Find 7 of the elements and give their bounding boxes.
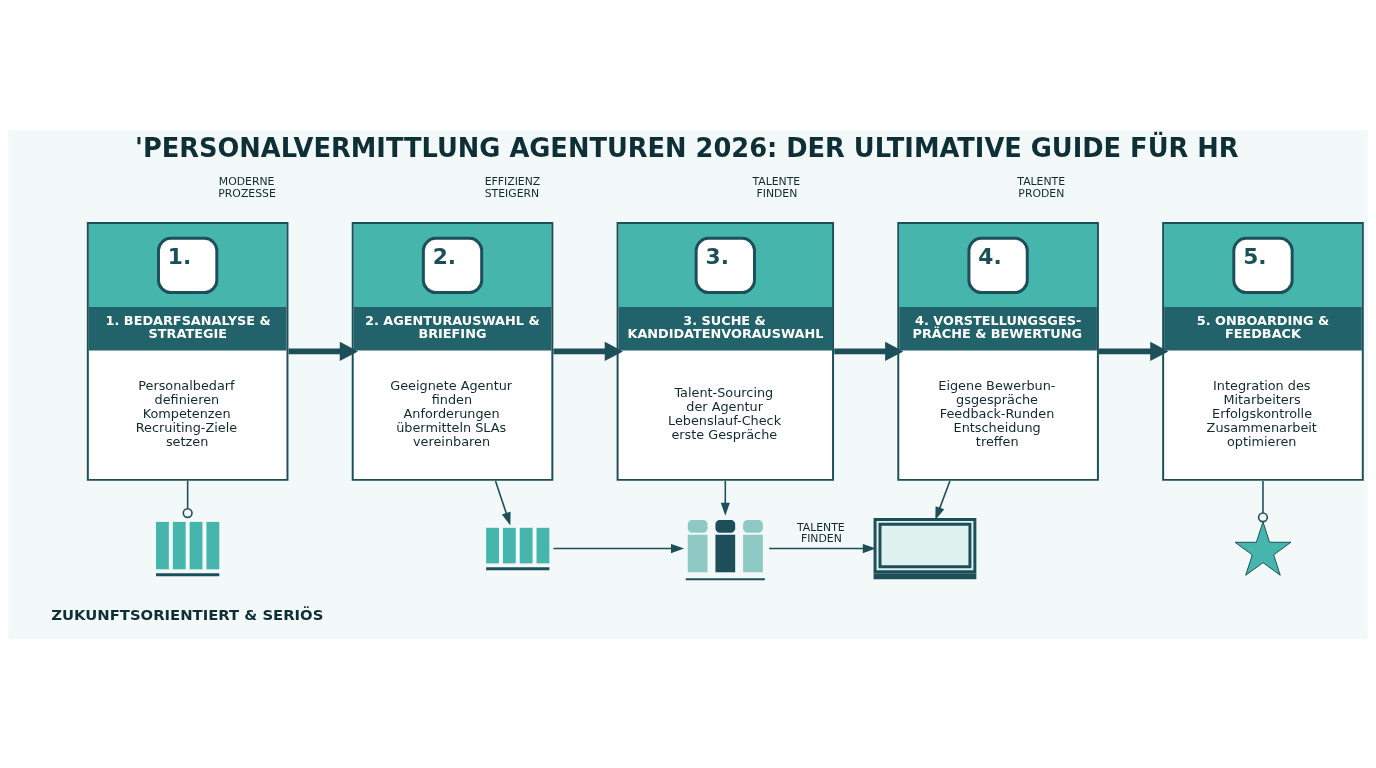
label: TALENTE PRODEN <box>1017 174 1066 200</box>
caption: ZUKUNFTSORIENTIERT & SERIÖS <box>51 605 324 623</box>
label: MODERNE PROZESSE <box>218 174 276 200</box>
label: EFFIZIENZ STEIGERN <box>484 174 541 200</box>
edge-label: TALENTE FINDEN <box>796 520 845 545</box>
diagram-title: 'PERSONALVERMITTLUNG AGENTUREN 2026: DER ULTIMATIVE GUIDE FÜR HR <box>135 132 1239 163</box>
label: TALENTE FINDEN <box>752 174 801 200</box>
